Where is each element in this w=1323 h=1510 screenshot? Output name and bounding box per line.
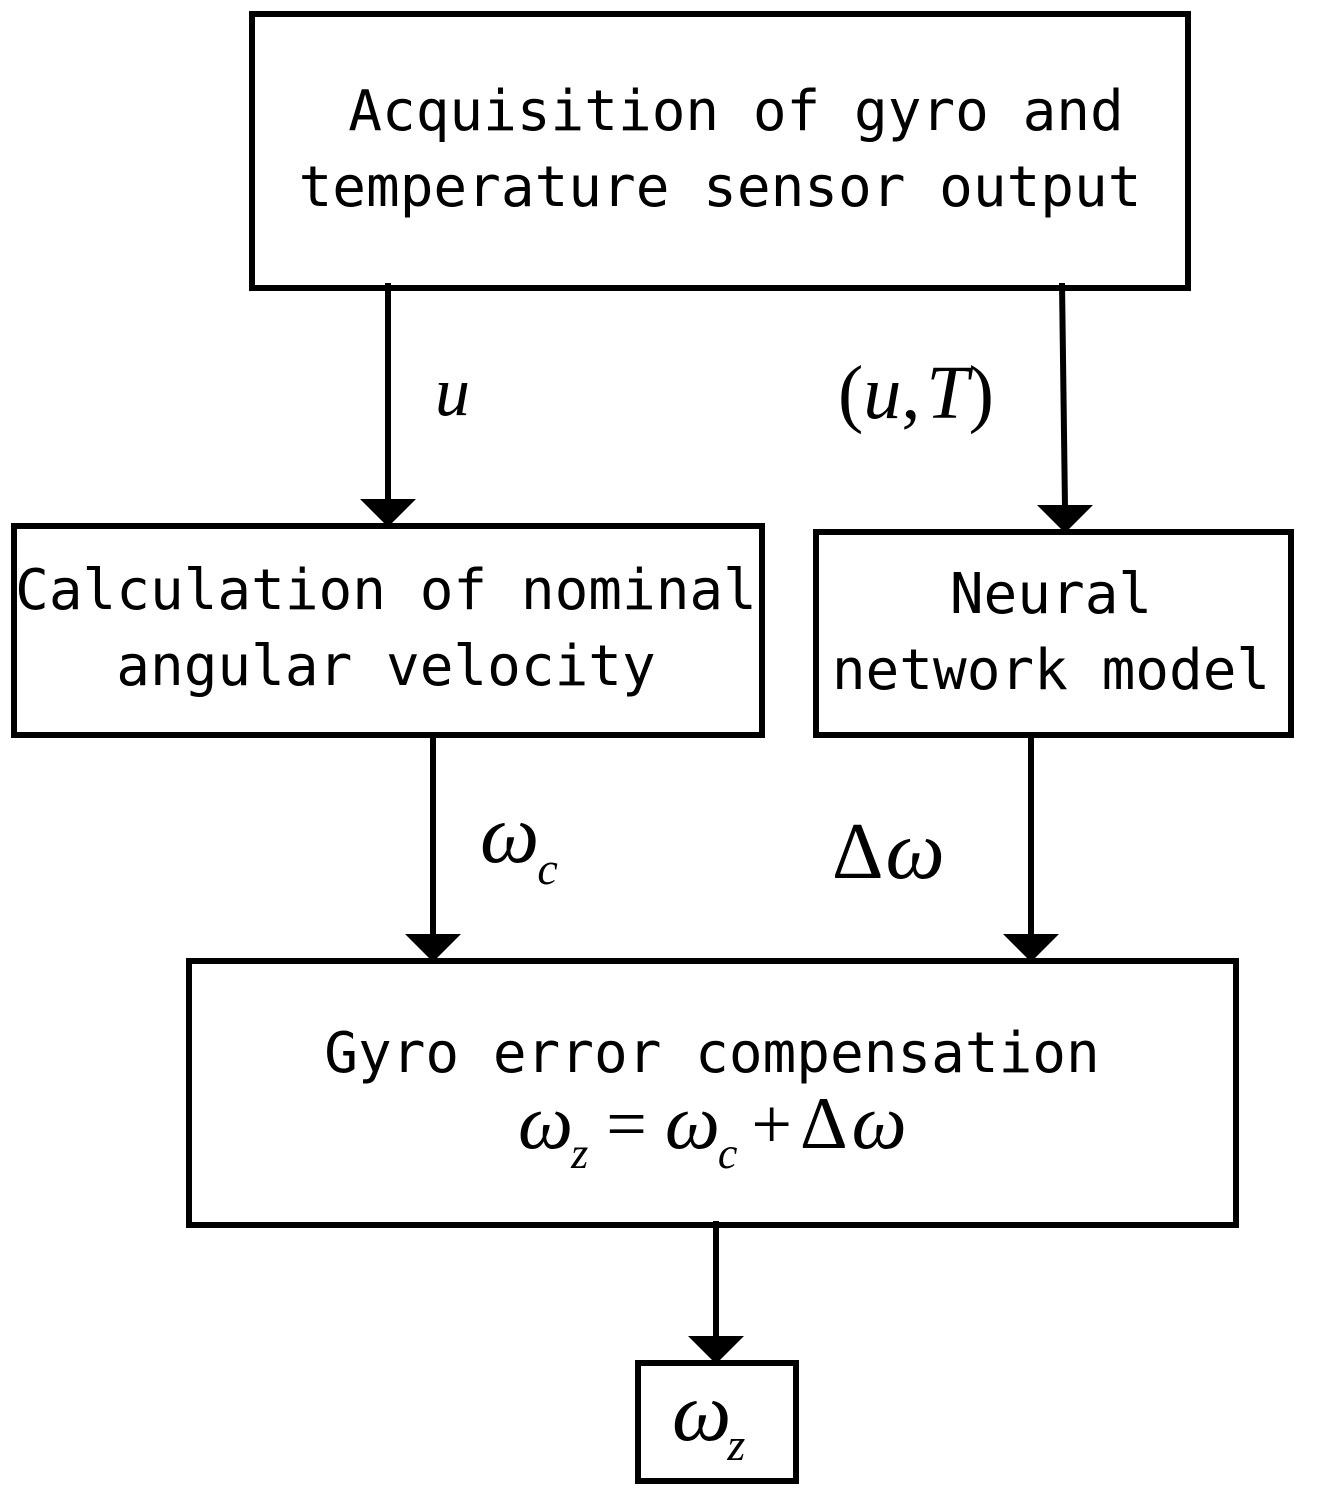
- acquisition-label-line1: Acquisition of gyro and: [348, 79, 1123, 144]
- neural-label-line1: Neural: [950, 562, 1152, 627]
- arrow-compensation-to-output: [688, 1221, 744, 1364]
- edge-label-delta-omega: Δω: [832, 804, 945, 897]
- neural-label-line2: network model: [832, 638, 1270, 703]
- edge-label-u-T: (u,T): [838, 351, 994, 435]
- acquisition-label-line2: temperature sensor output: [299, 155, 1142, 220]
- compensation-equation: ωz=ωc+Δω: [518, 1078, 907, 1178]
- nominal-label-line2: angular velocity: [116, 634, 655, 699]
- nominal-velocity-box: Calculation of nominal angular velocity: [11, 523, 765, 738]
- edge-label-omega-c: ωc: [480, 788, 558, 894]
- neural-network-box: Neural network model: [813, 529, 1294, 738]
- output-box: ωz: [635, 1360, 799, 1484]
- arrow-nominal-to-compensation: [405, 735, 461, 962]
- edge-label-u: u: [435, 354, 470, 431]
- arrow-acquisition-to-nominal: [360, 283, 416, 527]
- output-label: ωz: [672, 1366, 745, 1470]
- acquisition-box: Acquisition of gyro and temperature sens…: [249, 11, 1191, 291]
- nominal-label-line1: Calculation of nominal: [15, 558, 757, 623]
- arrow-neural-to-compensation: [1003, 735, 1059, 962]
- arrow-acquisition-to-neural: [1037, 282, 1093, 533]
- compensation-title: Gyro error compensation: [324, 1021, 1099, 1086]
- gyro-error-compensation-box: Gyro error compensation ωz=ωc+Δω: [186, 958, 1239, 1228]
